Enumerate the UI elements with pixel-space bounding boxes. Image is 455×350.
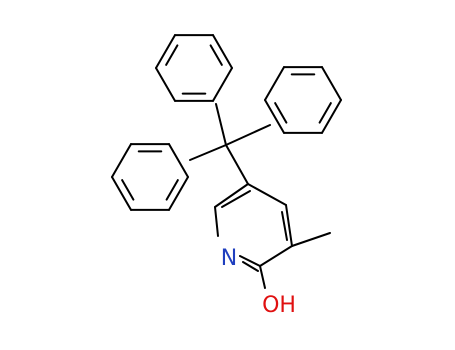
- phenyl-ring-right-bond: [264, 99, 285, 134]
- pyridine-bond: [214, 206, 219, 237]
- phenyl-ring-top-bond: [155, 67, 176, 102]
- phenyl-ring-right-bond: [264, 66, 285, 101]
- bond-c-oh: [259, 265, 266, 289]
- phenyl-ring-right-bond: [321, 99, 342, 134]
- pyridine-double-bond: [221, 190, 251, 208]
- phenyl-ring-left-bond: [168, 176, 189, 211]
- bond-c-pyridine: [225, 144, 249, 185]
- phenyl-ring-top-double-bond: [165, 44, 179, 66]
- phenyl-ring-left-bond: [111, 176, 132, 211]
- phenyl-ring-top-bond: [155, 34, 176, 69]
- phenyl-ring-top-bond: [212, 67, 233, 102]
- pyridine-bond: [239, 255, 261, 267]
- nitrogen-atom-label: N: [221, 246, 237, 271]
- phenyl-ring-top-double-bond: [209, 44, 223, 66]
- pyridine-bond: [259, 245, 293, 267]
- pyridine-double-bond: [281, 211, 288, 241]
- phenyl-ring-right-double-bond: [318, 102, 332, 124]
- hydroxyl-group-label: OH: [262, 293, 296, 318]
- phenyl-ring-right-bond: [321, 66, 342, 101]
- bond-c-right-phenyl: [225, 124, 271, 146]
- phenyl-ring-top-bond: [212, 34, 233, 69]
- pyridine-bond: [285, 204, 293, 247]
- phenyl-ring-left-bond: [111, 143, 132, 178]
- bond-methyl: [291, 232, 331, 247]
- bond-c-top-phenyl: [215, 103, 227, 146]
- phenyl-ring-right-double-bond: [274, 102, 288, 124]
- bond-c-left-phenyl: [189, 144, 227, 161]
- phenyl-ring-left-double-bond: [121, 179, 135, 201]
- phenyl-ring-left-bond: [168, 143, 189, 178]
- pyridine-bond: [214, 183, 249, 208]
- phenyl-ring-left-double-bond: [165, 179, 179, 201]
- pyridine-bond: [247, 183, 287, 206]
- pyridine-double-bond: [242, 261, 259, 272]
